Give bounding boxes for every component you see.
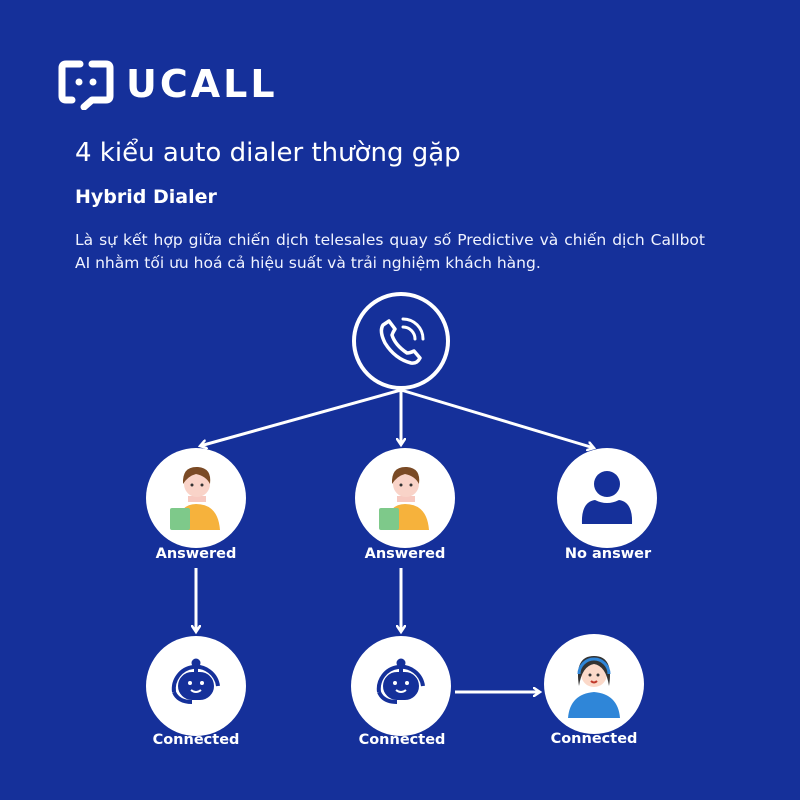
node-label-connected-3: Connected <box>550 731 638 747</box>
callbot-node-1 <box>146 636 246 736</box>
brand-logo <box>58 60 114 111</box>
page-title: 4 kiểu auto dialer thường gặp <box>75 138 461 168</box>
brand-name: UCALL <box>126 62 278 106</box>
robot-headset-icon <box>171 658 220 704</box>
agent-node <box>544 634 644 734</box>
agent-headset-icon <box>568 656 620 718</box>
node-label-no-answer: No answer <box>564 546 652 562</box>
customer-icon <box>379 466 429 530</box>
customer-icon <box>170 466 220 530</box>
description: Là sự kết hợp giữa chiến dịch telesales … <box>75 231 705 272</box>
customer-node-1 <box>146 448 246 548</box>
section-subtitle: Hybrid Dialer <box>75 186 217 208</box>
phone-call-icon <box>379 317 425 365</box>
arrow-root-to-no-answer <box>400 388 594 448</box>
robot-headset-icon <box>376 658 425 704</box>
ucall-logo-icon <box>58 60 114 111</box>
node-label-answered-2: Answered <box>364 546 446 562</box>
node-label-answered-1: Answered <box>155 546 237 562</box>
node-label-connected-1: Connected <box>152 732 240 748</box>
user-silhouette-icon <box>581 471 633 524</box>
customer-node-2 <box>355 448 455 548</box>
callbot-node-2 <box>351 636 451 736</box>
root-call-node <box>352 292 450 390</box>
node-label-connected-2: Connected <box>358 732 446 748</box>
no-answer-node <box>557 448 657 548</box>
arrow-root-to-answered-1 <box>200 388 402 446</box>
